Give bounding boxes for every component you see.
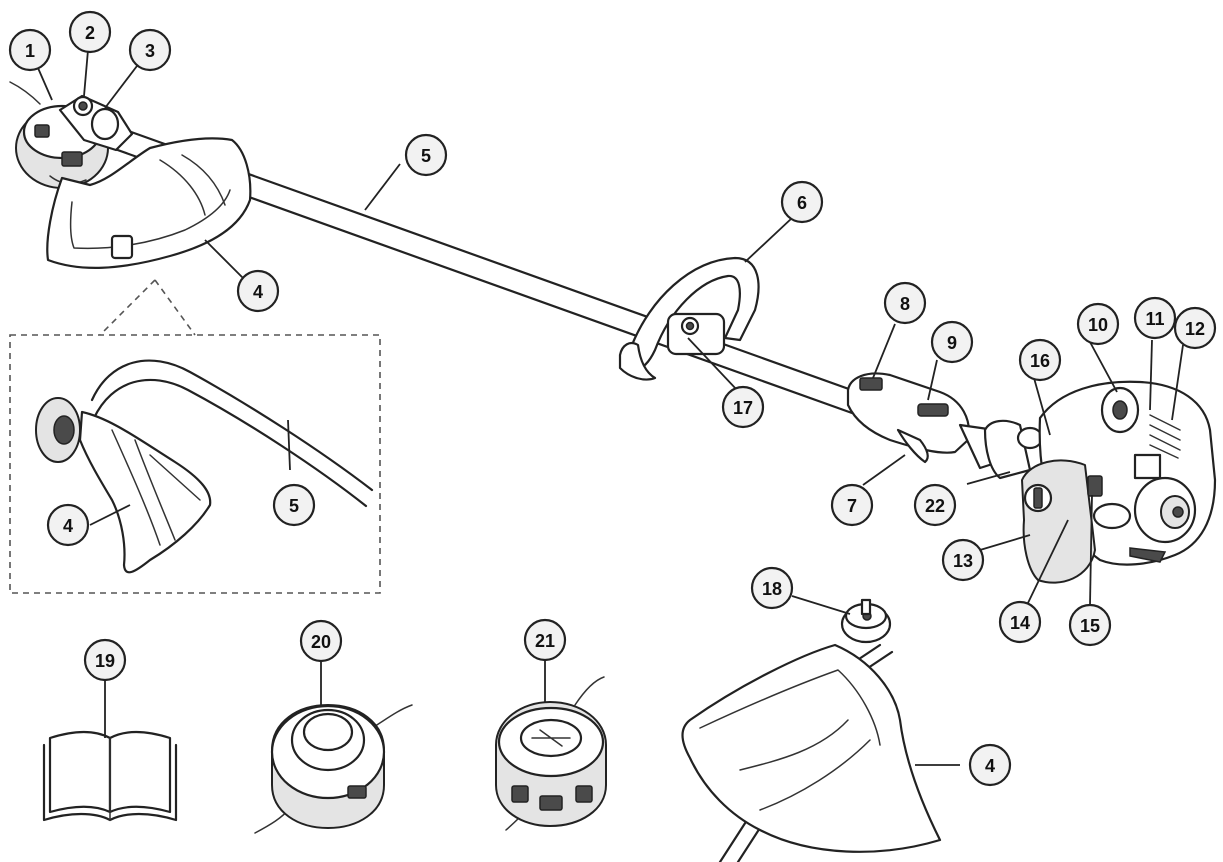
svg-text:21: 21 <box>535 631 555 651</box>
svg-text:15: 15 <box>1080 616 1100 636</box>
svg-text:6: 6 <box>797 193 807 213</box>
svg-text:5: 5 <box>421 146 431 166</box>
callout-8: 8 <box>883 281 927 325</box>
svg-text:10: 10 <box>1088 315 1108 335</box>
svg-text:4: 4 <box>253 282 263 302</box>
trimmer-bump-head-21 <box>495 676 607 831</box>
callout-6: 6 <box>780 180 824 224</box>
callout-22: 22 <box>913 483 957 527</box>
callout-4b: 4 <box>46 503 90 547</box>
callout-20: 20 <box>299 619 343 663</box>
detail-leader <box>99 279 196 336</box>
svg-text:1: 1 <box>25 41 35 61</box>
callout-18: 18 <box>750 566 794 610</box>
gear-head <box>58 94 134 152</box>
svg-text:8: 8 <box>900 294 910 314</box>
svg-text:16: 16 <box>1030 351 1050 371</box>
svg-text:7: 7 <box>847 496 857 516</box>
svg-text:13: 13 <box>953 551 973 571</box>
callout-3: 3 <box>128 28 172 72</box>
cutting-guard-top <box>46 137 252 269</box>
detail-trimmer-head <box>35 359 374 574</box>
callout-2: 2 <box>68 10 112 54</box>
svg-text:12: 12 <box>1185 319 1205 339</box>
manual-book <box>42 730 178 822</box>
svg-text:5: 5 <box>289 496 299 516</box>
throttle-handle <box>846 372 1007 470</box>
callout-19: 19 <box>83 638 127 682</box>
svg-text:4: 4 <box>63 516 73 536</box>
svg-text:17: 17 <box>733 398 753 418</box>
svg-text:19: 19 <box>95 651 115 671</box>
svg-text:4: 4 <box>985 756 995 776</box>
callout-12: 12 <box>1173 306 1217 350</box>
callout-4c: 4 <box>968 743 1012 787</box>
callout-17: 17 <box>721 385 765 429</box>
callout-15: 15 <box>1068 603 1112 647</box>
callout-21: 21 <box>523 618 567 662</box>
engine <box>983 380 1217 584</box>
svg-text:9: 9 <box>947 333 957 353</box>
callout-14: 14 <box>998 600 1042 644</box>
svg-text:2: 2 <box>85 23 95 43</box>
callout-16: 16 <box>1018 338 1062 382</box>
cutting-guard-bottom <box>681 598 942 862</box>
callout-13: 13 <box>941 538 985 582</box>
svg-text:3: 3 <box>145 41 155 61</box>
callout-9: 9 <box>930 320 974 364</box>
callout-1: 1 <box>8 28 52 72</box>
svg-text:20: 20 <box>311 632 331 652</box>
callout-10: 10 <box>1076 302 1120 346</box>
svg-text:18: 18 <box>762 579 782 599</box>
callout-4a: 4 <box>236 269 280 313</box>
svg-text:11: 11 <box>1145 309 1164 329</box>
callout-11: 11 <box>1133 296 1177 340</box>
loop-handle <box>618 256 760 381</box>
svg-text:14: 14 <box>1010 613 1030 633</box>
callout-5b: 5 <box>272 483 316 527</box>
callout-5a: 5 <box>404 133 448 177</box>
detail-box <box>9 334 381 594</box>
callout-7: 7 <box>830 483 874 527</box>
svg-text:22: 22 <box>925 496 945 516</box>
trimmer-spool-20 <box>254 704 413 834</box>
leader-lines <box>37 49 1184 766</box>
